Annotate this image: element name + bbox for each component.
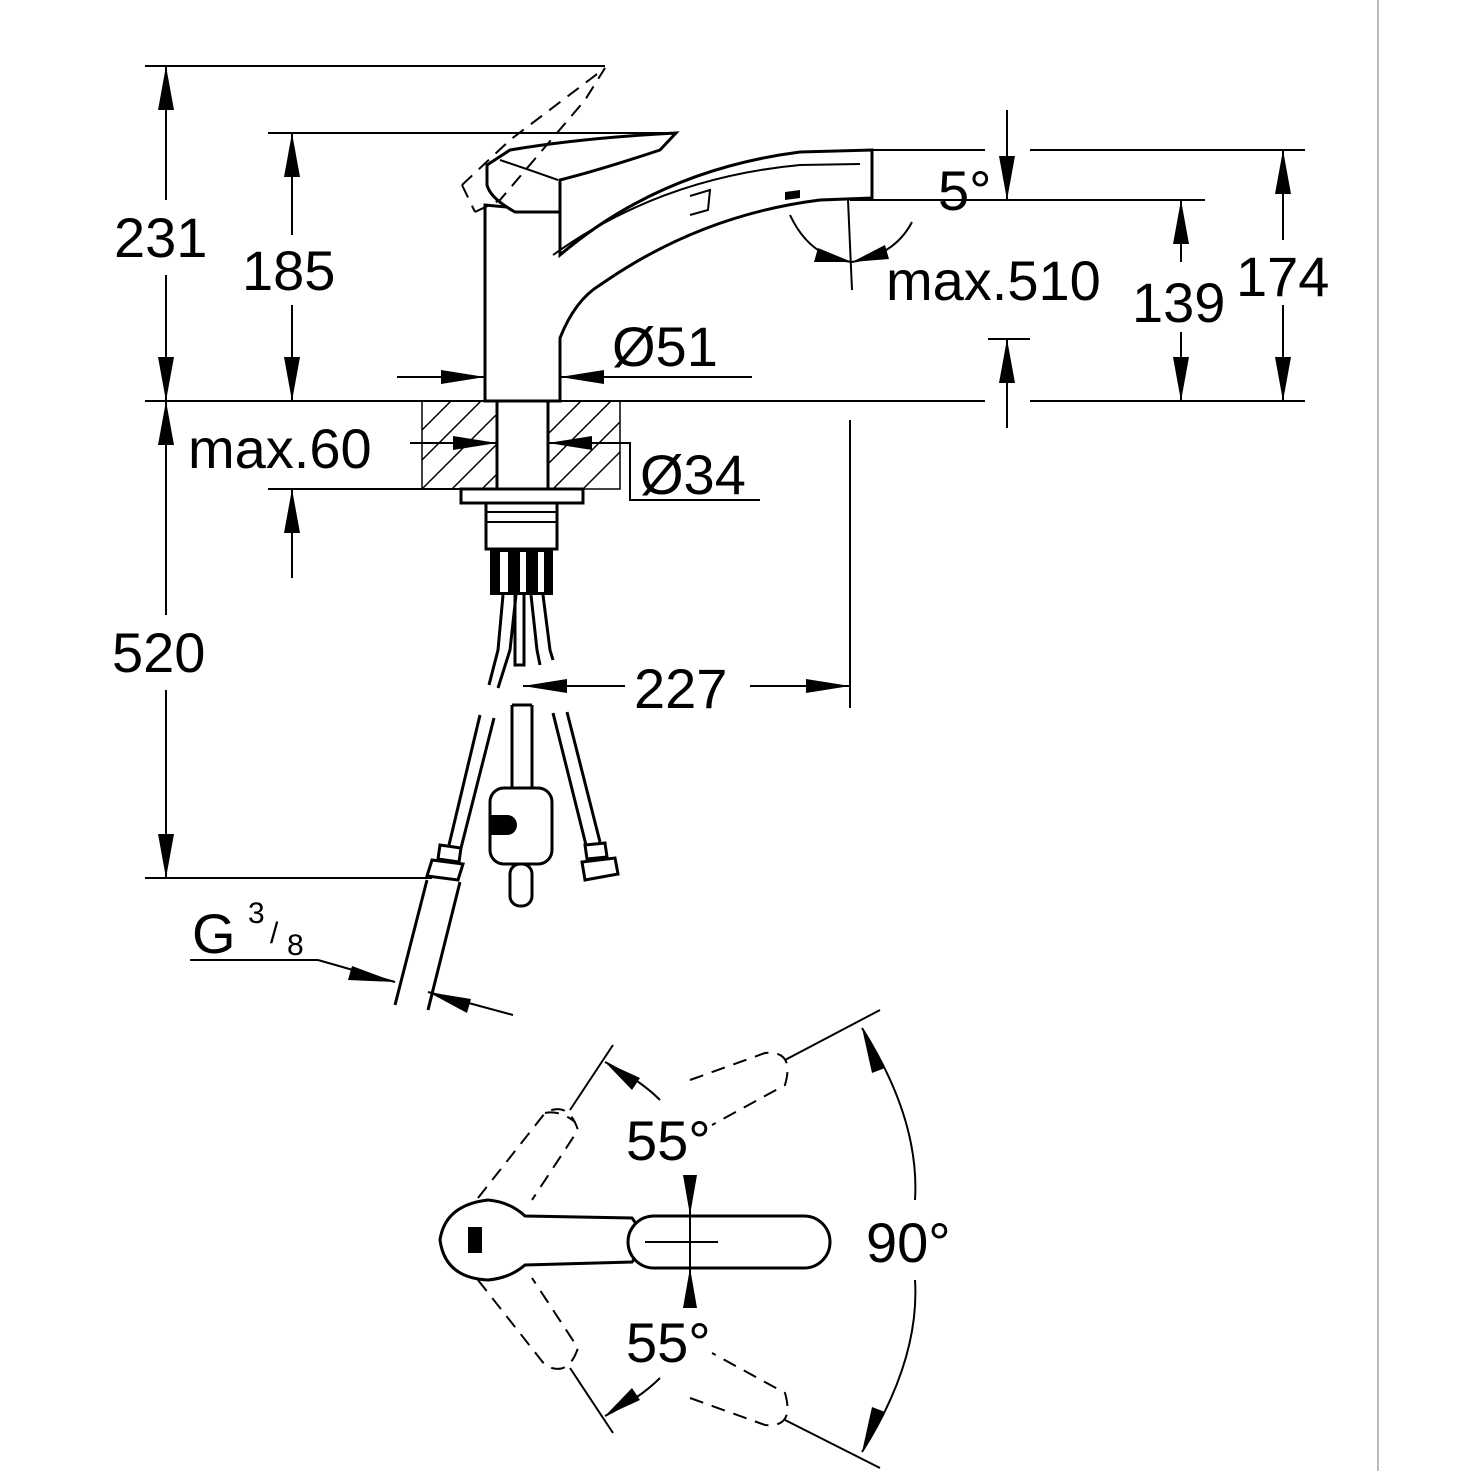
dim-d34-text: Ø34 [640,443,746,506]
dim-174: 174 [872,149,1329,401]
dim-angle-left: 55° [569,1044,711,1172]
angle-right-text: 55° [626,1311,711,1374]
thread-den-text: 8 [287,929,304,962]
dim-231: 231 [114,65,605,401]
hose-fittings [425,841,620,882]
supply-hoses-lower [447,703,602,849]
dim-139-text: 139 [1132,271,1225,334]
top-view-lever [438,1198,642,1282]
weight-stem [508,862,534,908]
shank [495,399,550,491]
top-view-spout [626,1214,832,1270]
angle-left-text: 55° [626,1109,711,1172]
dim-thread-g38: G 3 / 8 [190,897,514,1016]
dim-pull510-text: max.510 [886,249,1101,312]
faucet-body [483,148,874,403]
thread-num-text: 3 [248,897,265,930]
dim-520-text: 520 [112,621,205,684]
hose-left-lower [393,879,462,1011]
dim-185-text: 185 [242,239,335,302]
dim-angle-total: 90° [784,1009,951,1469]
thread-g-text: G [192,902,236,965]
dim-185: 185 [242,132,676,401]
side-view: 231 185 Ø51 5° max.51 [112,65,1329,1016]
angle-total-text: 90° [866,1211,951,1274]
lever-handle-raised-dashed [461,67,606,213]
dim-d34: Ø34 [548,436,760,506]
dim-227-text: 227 [634,657,727,720]
dim-d51-text: Ø51 [612,315,718,378]
dim-tilt5: 5° [789,159,1000,263]
thread-slash: / [270,917,279,950]
spray-head-mark [785,190,800,200]
dim-spout-marker [988,110,1030,428]
spray-head [689,188,712,216]
top-view: 55° 55° 90° [438,1009,951,1469]
weight-clip [490,815,517,835]
mounting-nut [484,501,559,551]
top-view-lever-mark [468,1227,482,1253]
dim-174-text: 174 [1236,245,1329,308]
dim-tilt5-text: 5° [938,159,992,222]
dim-d51: Ø51 [397,315,752,384]
dim-deck60: max.60 [188,417,497,578]
supply-hoses-upper [487,594,555,689]
mounting-flange [459,487,585,505]
dim-231-text: 231 [114,206,207,269]
dim-deck60-text: max.60 [188,417,372,480]
dim-139: 139 [1000,199,1225,401]
dim-angle-right: 55° [569,1311,711,1434]
dim-227: 227 [523,420,851,720]
dim-520: 520 [112,401,432,879]
lever-handle [485,131,680,214]
spout-inner-line [552,163,861,256]
